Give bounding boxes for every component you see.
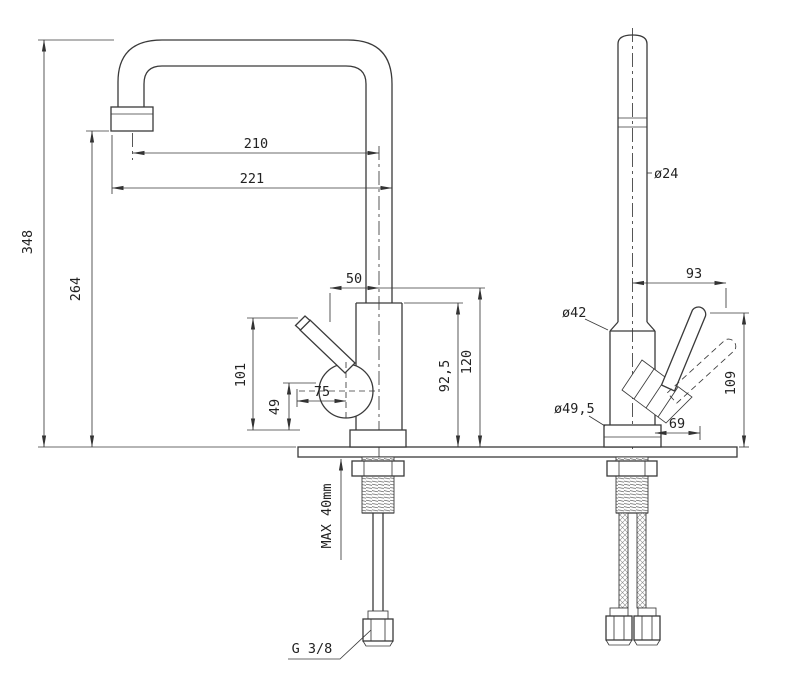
body-shoulder [609, 321, 619, 332]
dim-120-label: 120 [459, 350, 475, 374]
thread-leader [288, 629, 372, 660]
side-handle-lever [660, 306, 707, 392]
thread-label: G 3/8 [292, 641, 333, 657]
dim-92-5-label: 92,5 [437, 360, 453, 393]
supply-hose-right [636, 512, 647, 609]
fitting-chamfer [633, 639, 661, 646]
leader [584, 318, 609, 331]
dim-348-label: 348 [20, 230, 36, 254]
dim-101-label: 101 [233, 363, 249, 387]
side-base-flange [603, 424, 662, 448]
leader [588, 415, 606, 427]
front-view [110, 39, 407, 647]
spout-outer [117, 39, 393, 303]
dim-93-label: 93 [686, 266, 702, 282]
fitting-collar [367, 610, 389, 620]
front-dimensions: 348 264 210 221 50 101 49 75 92,5 [20, 39, 485, 660]
fitting-chamfer [605, 639, 633, 646]
fitting-nut [362, 618, 394, 642]
dim-49-label: 49 [267, 399, 283, 415]
spout-aerator [110, 106, 154, 132]
side-view [603, 28, 737, 646]
hose-collar [637, 607, 657, 617]
dia-49-5-label: ø49,5 [554, 401, 595, 417]
dim-50-label: 50 [346, 271, 362, 287]
max-thickness-label: MAX 40mm [319, 483, 335, 548]
spout-inner [143, 65, 367, 303]
cone-rib [657, 386, 679, 418]
countertop-slab [297, 446, 738, 458]
dim-210-label: 210 [244, 136, 268, 152]
hose-collar [609, 607, 629, 617]
countertop [297, 446, 738, 458]
hose-nut [605, 615, 633, 641]
side-dimensions: ø24 93 ø42 109 ø49,5 69 [554, 166, 749, 448]
body-shoulder [646, 321, 656, 332]
fitting-chamfer [362, 640, 394, 647]
dim-109-label: 109 [723, 371, 739, 395]
handle-tip-cap [294, 315, 311, 331]
mounting-nut [351, 460, 405, 477]
dia-24-label: ø24 [654, 166, 678, 182]
cone-rib [633, 368, 655, 400]
body-base-collar [349, 429, 407, 448]
side-mounting-nut [606, 460, 658, 477]
hose-nut [633, 615, 661, 641]
dim-264-label: 264 [68, 277, 84, 301]
handle-lever [299, 319, 356, 374]
dim-75-label: 75 [314, 384, 330, 400]
dim-221-label: 221 [240, 171, 264, 187]
dia-42-label: ø42 [562, 305, 586, 321]
supply-hose-left [618, 512, 629, 609]
pipe-top-cap [617, 34, 648, 45]
dim-69-label: 69 [669, 416, 685, 432]
